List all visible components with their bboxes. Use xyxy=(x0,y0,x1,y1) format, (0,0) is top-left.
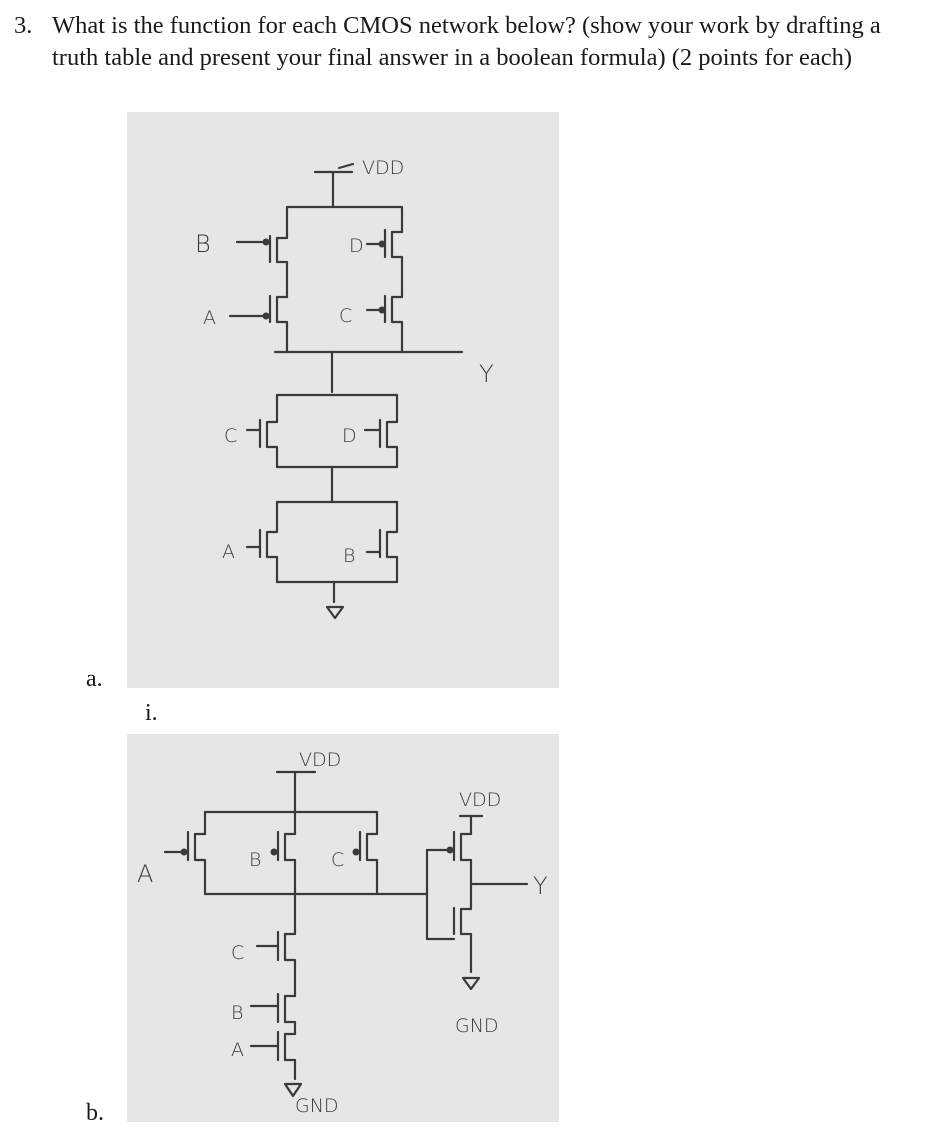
circuit-photo-b: VDD A B C C B A G xyxy=(127,734,559,1122)
label-b-nmos: B xyxy=(343,545,355,567)
circuit-photo-a: VDD B A D C Y C xyxy=(127,112,559,688)
vdd-label: VDD xyxy=(362,157,404,179)
cmos-schematic-a: VDD B A D C Y C xyxy=(195,157,494,620)
vdd-label-inv: VDD xyxy=(459,789,501,811)
ground-symbol xyxy=(325,605,345,620)
label-c-pmos-b: C xyxy=(331,849,344,871)
label-c-nmos: C xyxy=(224,425,237,447)
part-a-label: a. xyxy=(86,666,103,692)
ground-symbol-main xyxy=(283,1082,303,1098)
label-a-nmos: A xyxy=(222,541,235,563)
label-b-pmos-b: B xyxy=(249,849,261,871)
label-c-pmos: C xyxy=(339,305,352,327)
gnd-label-inv: GND xyxy=(455,1015,499,1037)
label-b-nmos-b: B xyxy=(231,1002,243,1024)
output-y-label: Y xyxy=(479,360,494,388)
label-d-nmos: D xyxy=(342,425,357,447)
label-a-nmos-b: A xyxy=(231,1039,244,1061)
label-b-pmos: B xyxy=(195,230,211,258)
cmos-schematic-b: VDD A B C C B A G xyxy=(137,749,548,1117)
gnd-label-main: GND xyxy=(295,1095,339,1117)
label-a-pmos-b: A xyxy=(137,860,153,888)
label-d-pmos: D xyxy=(349,235,364,257)
output-y-label-b: Y xyxy=(533,872,548,900)
label-a-pmos: A xyxy=(203,307,216,329)
label-c-nmos-b: C xyxy=(231,942,244,964)
question-number: 3. xyxy=(14,12,33,39)
ground-symbol-inv xyxy=(461,976,481,991)
part-a-sub-label: i. xyxy=(145,700,158,726)
part-b-label: b. xyxy=(86,1100,104,1126)
question-text: What is the function for each CMOS netwo… xyxy=(52,12,881,71)
vdd-label-main: VDD xyxy=(299,749,341,771)
